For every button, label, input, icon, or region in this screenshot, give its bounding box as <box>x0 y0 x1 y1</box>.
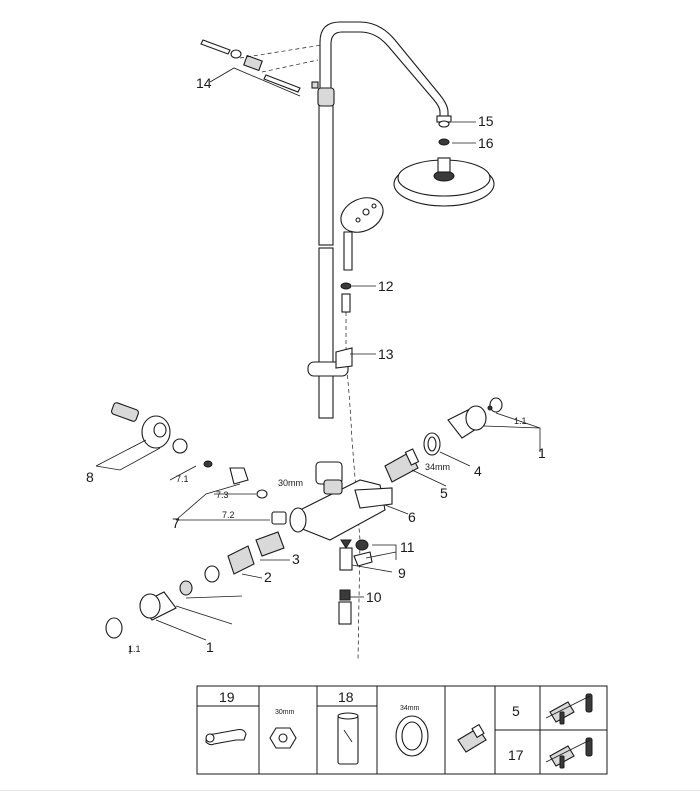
cartridge-2 <box>204 545 255 583</box>
wall-bracket-14 <box>200 39 323 93</box>
check-valve-7 <box>172 438 287 525</box>
threaded-ring-icon <box>395 715 429 757</box>
callout-9: 9 <box>398 565 406 581</box>
dim-30mm: 30mm <box>278 478 303 488</box>
handle-1-left <box>139 580 193 621</box>
hand-shower <box>340 197 384 271</box>
cartridge-17-label: 17 <box>508 747 524 763</box>
callout-5: 5 <box>440 485 448 501</box>
hex-nut-icon <box>269 727 297 749</box>
callout-11: 11 <box>400 539 415 555</box>
callout-1-left: 1 <box>206 639 214 655</box>
riser-top-clamp <box>311 81 335 107</box>
cartridge-icon <box>457 723 487 753</box>
callout-10: 10 <box>366 589 382 605</box>
cartridge-tool-icon <box>337 712 359 765</box>
tools-table <box>196 685 608 775</box>
callout-14: 14 <box>196 75 212 91</box>
cartridge-5 <box>384 448 420 483</box>
footer-divider <box>0 790 700 791</box>
cap-1-1-left <box>105 617 123 639</box>
cartridge-5-label: 5 <box>512 703 520 719</box>
washer-16 <box>438 138 450 146</box>
callout-3: 3 <box>292 551 300 567</box>
hose-connector-10 <box>338 589 352 625</box>
handle-1-right <box>447 405 487 439</box>
wrench-icon <box>205 728 247 746</box>
tool-19-label: 19 <box>219 689 235 705</box>
callout-8: 8 <box>86 469 94 485</box>
cartridge-17-diagram-icon <box>545 737 593 769</box>
dim-34mm: 34mm <box>425 462 450 472</box>
ring-size-34mm: 34mm <box>400 705 420 712</box>
cap-1-1-right <box>487 397 503 413</box>
overhead-shower-head <box>393 157 495 207</box>
callout-2: 2 <box>264 569 272 585</box>
cartridge-5-diagram-icon <box>545 693 593 725</box>
wall-flange-8 <box>111 402 171 449</box>
callout-6: 6 <box>408 509 416 525</box>
leader-lines <box>95 67 541 654</box>
callout-12: 12 <box>378 278 394 294</box>
callout-15: 15 <box>478 113 494 129</box>
slider-holder-13 <box>307 347 353 377</box>
cartridge-3 <box>255 531 285 557</box>
callout-16: 16 <box>478 135 494 151</box>
tool-18-label: 18 <box>338 689 354 705</box>
callout-1-1-left: 1.1 <box>128 644 141 654</box>
callout-7-3: 7.3 <box>216 490 229 500</box>
callout-4: 4 <box>474 463 482 479</box>
callout-1-right: 1 <box>538 445 546 461</box>
diverter-knob-11 <box>353 539 373 567</box>
callout-7: 7 <box>172 515 180 531</box>
callout-7-2: 7.2 <box>222 510 235 520</box>
hose-washer-12 <box>340 282 352 313</box>
ring-4 <box>423 432 441 456</box>
nut-size-30mm: 30mm <box>275 709 295 716</box>
washer-15 <box>438 120 450 128</box>
callout-1-1-right: 1.1 <box>514 416 527 426</box>
callout-13: 13 <box>378 346 394 362</box>
callout-7-1: 7.1 <box>176 474 189 484</box>
diverter-9 <box>339 539 353 571</box>
thermostat-body-6 <box>289 461 393 541</box>
